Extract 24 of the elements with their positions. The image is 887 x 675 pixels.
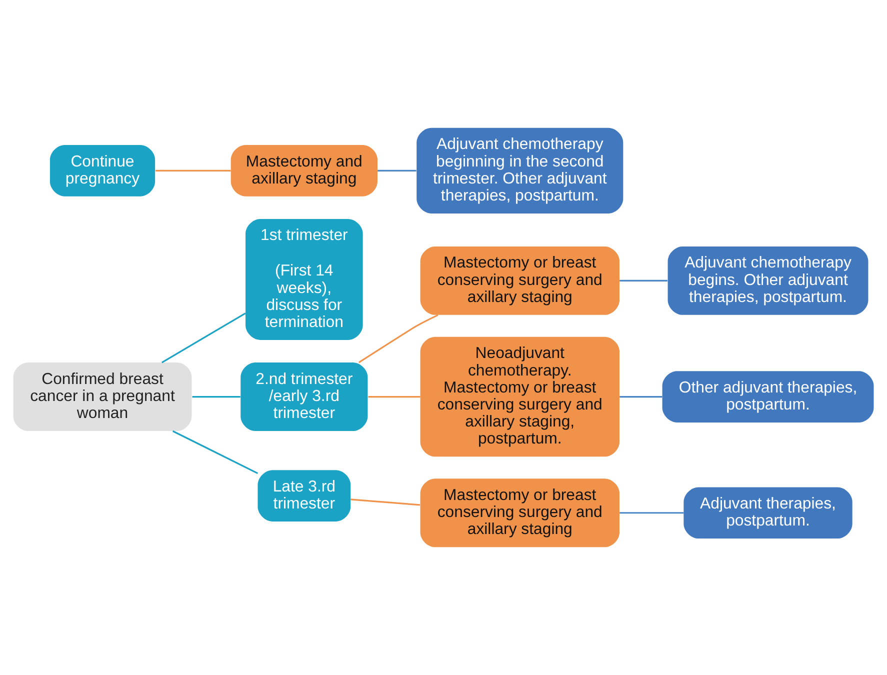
- node-box: Mastectomy or breast conserving surgery and axillary staging: [420, 478, 620, 548]
- node-box: Adjuvant therapies, postpartum.: [684, 487, 852, 539]
- connector: [368, 396, 420, 398]
- node-box: 2.nd trimester/early 3.rd trimester: [240, 362, 368, 431]
- node-box: Adjuvant chemotherapy beginning in the second trimester. Other adjuvant therapies, postpartum.: [416, 128, 624, 214]
- connector: [156, 170, 231, 172]
- connector: [620, 512, 684, 514]
- connector: [378, 170, 416, 172]
- node-box: Mastectomy and axillary staging: [230, 145, 378, 196]
- node-box: Continue pregnancy: [50, 145, 156, 196]
- node-box: Other adjuvant therapies, postpartum.: [662, 371, 874, 422]
- connector: [192, 396, 240, 398]
- connector: [350, 498, 420, 506]
- node-box: Neoadjuvant chemotherapy. Mastectomy or breast conserving surgery and axillary staging, postpartum.: [420, 336, 620, 457]
- node-box: Adjuvant chemotherapy begins. Other adjuvant therapies, postpartum.: [668, 246, 868, 315]
- connector: [161, 312, 246, 364]
- node-box: 1st trimester (First 14 weeks), discuss for termination: [246, 218, 363, 340]
- connector: [358, 314, 438, 364]
- node-box: Late 3.rd trimester: [258, 470, 351, 522]
- connector: [172, 430, 258, 474]
- node-box: Mastectomy or breast conserving surgery and axillary staging: [420, 246, 620, 315]
- connector: [620, 396, 662, 398]
- connector: [620, 280, 668, 282]
- node-box: Confirmed breast cancer in a pregnant woman: [13, 362, 192, 431]
